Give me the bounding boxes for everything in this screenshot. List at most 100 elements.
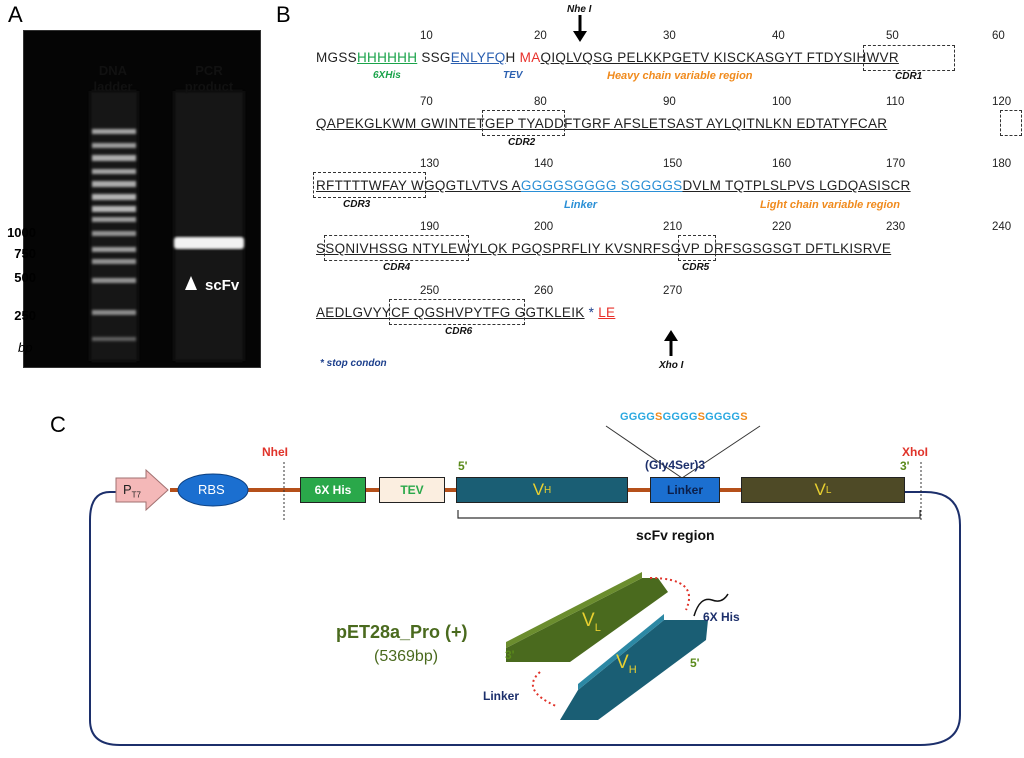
- plasmid-name: pET28a_Pro (+): [336, 622, 468, 642]
- tag-cdr5: CDR5: [682, 262, 710, 273]
- residue-number: 110: [886, 96, 905, 108]
- residue-number: 200: [534, 221, 554, 233]
- ladder-band: [92, 259, 136, 264]
- size-unit: bp: [18, 340, 33, 355]
- residue-number: 170: [886, 158, 906, 170]
- residue-number: 60: [992, 30, 1005, 42]
- plasmid-size: (5369bp): [374, 648, 439, 665]
- seq-row-3: RFTTTTWFAY WGQGTLVTVS AGGGGSGGGG SGGGGSD…: [316, 178, 911, 193]
- cdr3-box-b: [313, 172, 426, 198]
- ladder-band: [92, 143, 136, 148]
- panel-a-label: A: [8, 2, 23, 27]
- residue-number: 120: [992, 96, 1012, 108]
- residue-number: 10: [420, 30, 433, 42]
- seq-row-1: MGSSHHHHHH SSGENLYFQH MAQIQLVQSG PELKKPG…: [316, 50, 899, 65]
- ladder-band: [92, 129, 136, 134]
- tag-stop: * stop condon: [320, 358, 387, 369]
- linker-block: Linker: [650, 477, 720, 503]
- rbs-label: RBS: [198, 482, 225, 497]
- cdr5-box: [678, 235, 716, 261]
- ladder-band: [92, 194, 136, 200]
- tag-his: 6XHis: [373, 70, 401, 81]
- cdr4-box: [324, 235, 469, 261]
- ladder-band: [92, 155, 136, 161]
- model-linker-label: Linker: [483, 689, 520, 703]
- residue-number: 30: [663, 30, 676, 42]
- seq-segment: RFTTTTWFAY WGQGTLVTVS A: [316, 178, 521, 193]
- scfv-band-label: scFv: [205, 277, 240, 294]
- size-750: 750: [14, 246, 36, 261]
- model-his-label: 6X His: [703, 610, 740, 624]
- seq-segment: ENLYFQ: [450, 50, 506, 65]
- residue-number: 50: [886, 30, 899, 42]
- seq-segment: GGGGSGGGG SGGGGS: [520, 178, 683, 193]
- model-vl-label: VL: [582, 610, 601, 634]
- pt7-label: PT7: [123, 482, 142, 500]
- residue-number: 150: [663, 158, 683, 170]
- pcr-band: [174, 237, 244, 249]
- model-five-label: 5': [690, 656, 700, 670]
- seq-segment: HHHHHH: [356, 50, 418, 65]
- residue-number: 210: [663, 221, 683, 233]
- seq-segment: AEDLGVYYCF QGSHVPYTFG GGTKLEIK: [316, 305, 585, 320]
- residue-number: 220: [772, 221, 792, 233]
- residue-number: 100: [772, 96, 792, 108]
- residue-number: 250: [420, 285, 440, 297]
- model-vh-block: [560, 620, 708, 720]
- xho-label: Xho I: [659, 360, 684, 371]
- ladder-band: [92, 217, 136, 222]
- ladder-band: [92, 247, 136, 252]
- cdr3-box-a: [1000, 110, 1022, 136]
- residue-number: 70: [420, 96, 433, 108]
- seq-segment: SSG: [417, 50, 451, 65]
- tag-cdr1: CDR1: [895, 71, 923, 82]
- residue-number: 190: [420, 221, 440, 233]
- xho-site-label: XhoI: [902, 445, 928, 459]
- tag-linker: Linker: [564, 199, 598, 211]
- seq-segment: *: [584, 305, 599, 320]
- up-arrow-icon: [664, 330, 678, 356]
- size-500: 500: [14, 270, 36, 285]
- ladder-band: [92, 181, 136, 187]
- model-vl-block: [506, 578, 668, 662]
- ladder-band: [92, 169, 136, 174]
- seq-segment: QIQLVQSG PELKKPGETV KISCKASGYT FTDYSIHWV…: [540, 50, 899, 65]
- linker-sequence: GGGGSGGGGSGGGGS: [620, 411, 748, 423]
- residue-number: 80: [534, 96, 547, 108]
- seq-segment: DVLM TQTPLSLPVS LGDQASISCR: [682, 178, 911, 193]
- gel-bands: [24, 31, 260, 367]
- tag-cdr3: CDR3: [343, 199, 371, 210]
- tag-cdr6: CDR6: [445, 326, 473, 337]
- seq-segment: H: [505, 50, 520, 65]
- residue-number: 40: [772, 30, 785, 42]
- panel-b-label: B: [276, 2, 291, 27]
- residue-number: 160: [772, 158, 792, 170]
- residue-number: 20: [534, 30, 547, 42]
- seq-segment: QAPEKGLKWM GWINTETGEP TYADDFTGRF AFSLETS…: [316, 116, 888, 131]
- ladder-band: [92, 310, 136, 315]
- seq-row-4: SSQNIVHSSG NTYLEWYLQK PGQSPRFLIY KVSNRFS…: [316, 241, 891, 256]
- nhe-label: Nhe I: [567, 4, 592, 15]
- seq-segment: LE: [598, 305, 616, 320]
- nhe-site-label: NheI: [262, 445, 289, 459]
- residue-number: 260: [534, 285, 554, 297]
- residue-number: 240: [992, 221, 1012, 233]
- size-1000: 1000: [7, 225, 36, 240]
- down-arrow-icon: [573, 15, 587, 42]
- tag-tev: TEV: [503, 70, 523, 81]
- tag-cdr2: CDR2: [508, 137, 536, 148]
- size-250: 250: [14, 308, 36, 323]
- residue-number: 230: [886, 221, 906, 233]
- residue-number: 140: [534, 158, 554, 170]
- cdr6-box: [389, 299, 525, 325]
- tev-block: TEV: [379, 477, 445, 503]
- cdr1-box: [863, 45, 955, 71]
- scfv-region-label: scFv region: [636, 527, 715, 543]
- residue-number: 90: [663, 96, 676, 108]
- plasmid-outline: [89, 491, 961, 746]
